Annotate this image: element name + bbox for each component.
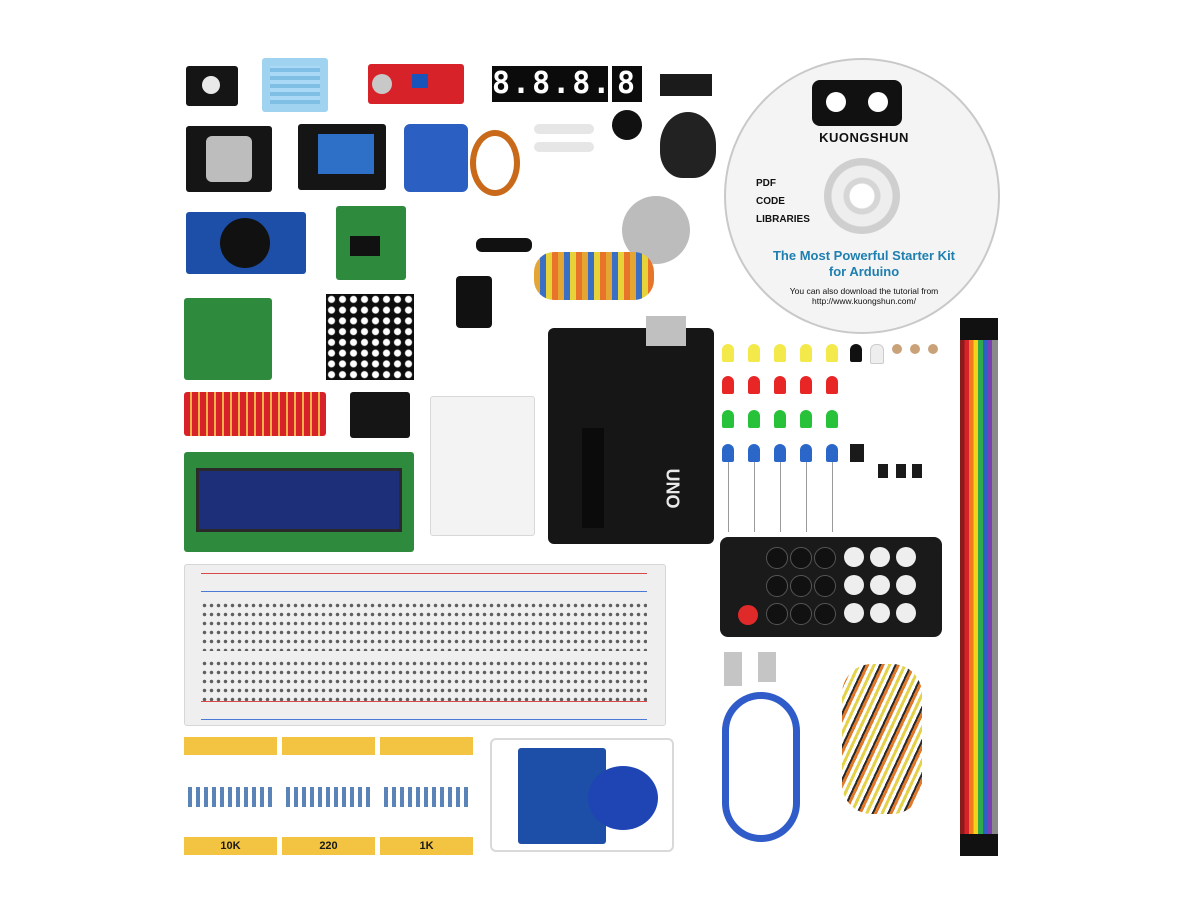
water-level-sensor xyxy=(184,392,326,436)
led-dot-matrix xyxy=(326,294,414,380)
jumper-wires-bundle xyxy=(822,644,938,850)
rgb-led-module xyxy=(186,66,238,106)
arduino-uno-board: UNO xyxy=(548,316,714,544)
cd-center-hole xyxy=(824,158,900,234)
battery-snap-cable xyxy=(426,236,536,334)
sound-sensor-module xyxy=(368,64,464,104)
one-digit-seven-segment-display: 8 xyxy=(612,66,642,102)
joystick-cap xyxy=(660,112,716,178)
lcd1602-module xyxy=(184,452,414,552)
shift-register-chip xyxy=(660,74,712,96)
robot-face-logo-icon xyxy=(812,80,902,126)
resistor-label-220: 220 xyxy=(282,837,375,855)
cd-menu-libraries: LIBRARIES xyxy=(756,214,810,225)
cd-note-line1: You can also download the tutorial from xyxy=(789,286,939,296)
cd-title-line2: for Arduino xyxy=(828,264,900,279)
joystick-module xyxy=(186,126,272,192)
cd-menu-code: CODE xyxy=(756,196,785,207)
stepper-motor-wires xyxy=(534,252,654,300)
rfid-card xyxy=(490,738,674,852)
resistor-strip-1k: 1K xyxy=(380,737,473,855)
button-keypad-module xyxy=(184,298,272,380)
arduino-model-label: UNO xyxy=(662,468,683,509)
resistor-strip-10k: 10K xyxy=(184,737,277,855)
servo-horns xyxy=(534,120,594,182)
cd-menu-pdf: PDF xyxy=(756,178,776,189)
usb-cable xyxy=(718,652,804,846)
cd-title: The Most Powerful Starter Kit for Arduin… xyxy=(756,248,972,280)
cd-brand-name: KUONGSHUN xyxy=(819,130,909,145)
cd-title-line1: The Most Powerful Starter Kit xyxy=(772,248,956,263)
four-digit-seven-segment-display: 8.8.8.8 xyxy=(492,66,633,102)
rfid-key-fob xyxy=(588,766,658,830)
cd-note: You can also download the tutorial from … xyxy=(756,286,972,306)
full-breadboard xyxy=(184,564,666,726)
rainbow-jumper-ribbon xyxy=(960,318,998,856)
dht11-sensor xyxy=(262,58,328,112)
resistor-label-10k: 10K xyxy=(184,837,277,855)
ir-and-photo-components xyxy=(846,340,942,510)
resistor-label-1k: 1K xyxy=(380,837,473,855)
resistor-strip-220: 220 xyxy=(282,737,375,855)
mini-breadboard xyxy=(430,396,535,536)
led-group xyxy=(720,344,860,534)
servo-cable xyxy=(470,130,520,196)
cd-note-line2: http://www.kuongshun.com/ xyxy=(812,296,916,306)
power-icon xyxy=(738,605,758,625)
rtc-clock-module xyxy=(186,212,306,274)
ir-remote-control xyxy=(720,537,942,637)
relay-module xyxy=(298,124,386,190)
color-sensor-module xyxy=(350,392,410,438)
tutorial-cd: KUONGSHUN PDF CODE LIBRARIES The Most Po… xyxy=(724,58,1000,334)
servo-motor xyxy=(404,124,468,192)
stepper-driver-board xyxy=(336,206,406,280)
buzzer xyxy=(612,110,642,140)
